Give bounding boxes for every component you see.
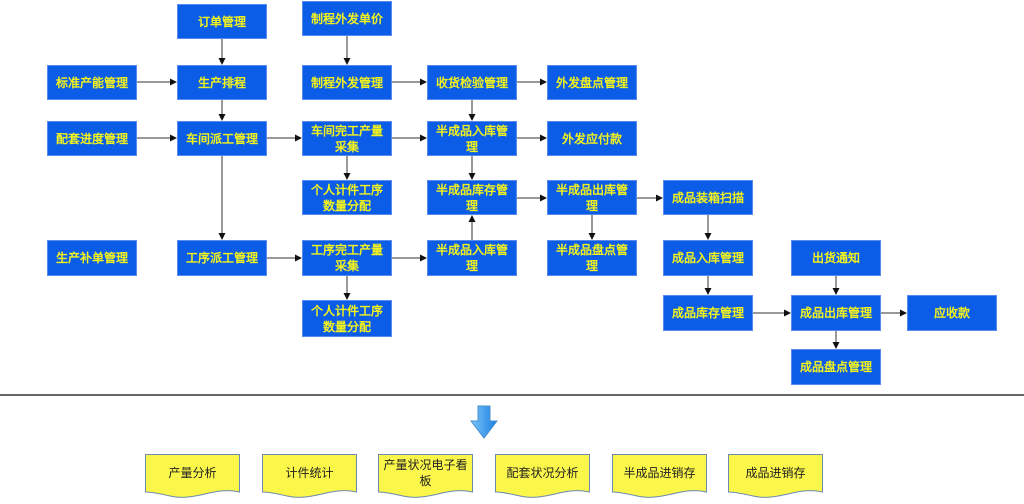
node-semi-finished-outbound[interactable]: 半成品出库管理 xyxy=(547,180,637,215)
report-label: 产量状况电子看板 xyxy=(383,458,468,488)
report-label: 半成品进销存 xyxy=(623,466,696,480)
node-outsource-payable[interactable]: 外发应付款 xyxy=(547,121,637,156)
report-semi-finished-inventory-flow[interactable]: 半成品进销存 xyxy=(612,454,707,500)
connector-arrows xyxy=(137,36,907,349)
node-finished-packing-scan[interactable]: 成品装箱扫描 xyxy=(663,180,753,215)
node-kitting-progress[interactable]: 配套进度管理 xyxy=(47,121,137,156)
report-label: 成品进销存 xyxy=(745,466,806,480)
node-process-dispatch[interactable]: 工序派工管理 xyxy=(177,240,267,276)
section-divider xyxy=(0,394,1024,396)
node-semi-finished-inventory-check[interactable]: 半成品盘点管理 xyxy=(547,240,637,276)
node-process-output-collection[interactable]: 工序完工产量采集 xyxy=(302,240,392,276)
node-outsource-unit-price[interactable]: 制程外发单价 xyxy=(302,1,392,36)
node-standard-capacity[interactable]: 标准产能管理 xyxy=(47,65,137,100)
node-semi-finished-inbound-2[interactable]: 半成品入库管理 xyxy=(427,240,517,276)
node-finished-stock[interactable]: 成品库存管理 xyxy=(663,295,753,331)
node-workshop-output-collection[interactable]: 车间完工产量采集 xyxy=(302,121,392,156)
report-production-analysis[interactable]: 产量分析 xyxy=(145,454,240,500)
report-label: 产量分析 xyxy=(168,466,217,480)
node-shipping-notice[interactable]: 出货通知 xyxy=(791,240,881,276)
node-receivable[interactable]: 应收款 xyxy=(907,295,997,331)
node-outsource-management[interactable]: 制程外发管理 xyxy=(302,65,392,100)
down-arrow-icon xyxy=(470,405,498,439)
node-finished-outbound[interactable]: 成品出库管理 xyxy=(791,295,881,331)
node-finished-inbound[interactable]: 成品入库管理 xyxy=(663,240,753,276)
report-label: 计件统计 xyxy=(285,466,334,480)
report-label: 配套状况分析 xyxy=(506,466,579,480)
node-piecework-allocation[interactable]: 个人计件工序数量分配 xyxy=(302,180,392,215)
report-production-dashboard[interactable]: 产量状况电子看板 xyxy=(378,454,473,500)
node-piecework-allocation-2[interactable]: 个人计件工序数量分配 xyxy=(302,300,392,337)
node-semi-finished-stock[interactable]: 半成品库存管理 xyxy=(427,180,517,215)
node-outsource-inventory-check[interactable]: 外发盘点管理 xyxy=(547,65,637,100)
report-kitting-analysis[interactable]: 配套状况分析 xyxy=(495,454,590,500)
node-finished-inventory-check[interactable]: 成品盘点管理 xyxy=(791,349,881,385)
node-workshop-dispatch[interactable]: 车间派工管理 xyxy=(177,121,267,156)
node-semi-finished-inbound[interactable]: 半成品入库管理 xyxy=(427,121,517,156)
node-supplementary-order[interactable]: 生产补单管理 xyxy=(47,240,137,276)
report-piecework-statistics[interactable]: 计件统计 xyxy=(262,454,357,500)
node-order-management[interactable]: 订单管理 xyxy=(177,4,267,39)
report-finished-inventory-flow[interactable]: 成品进销存 xyxy=(728,454,823,500)
node-production-schedule[interactable]: 生产排程 xyxy=(177,65,267,100)
node-receiving-inspection[interactable]: 收货检验管理 xyxy=(427,65,517,100)
